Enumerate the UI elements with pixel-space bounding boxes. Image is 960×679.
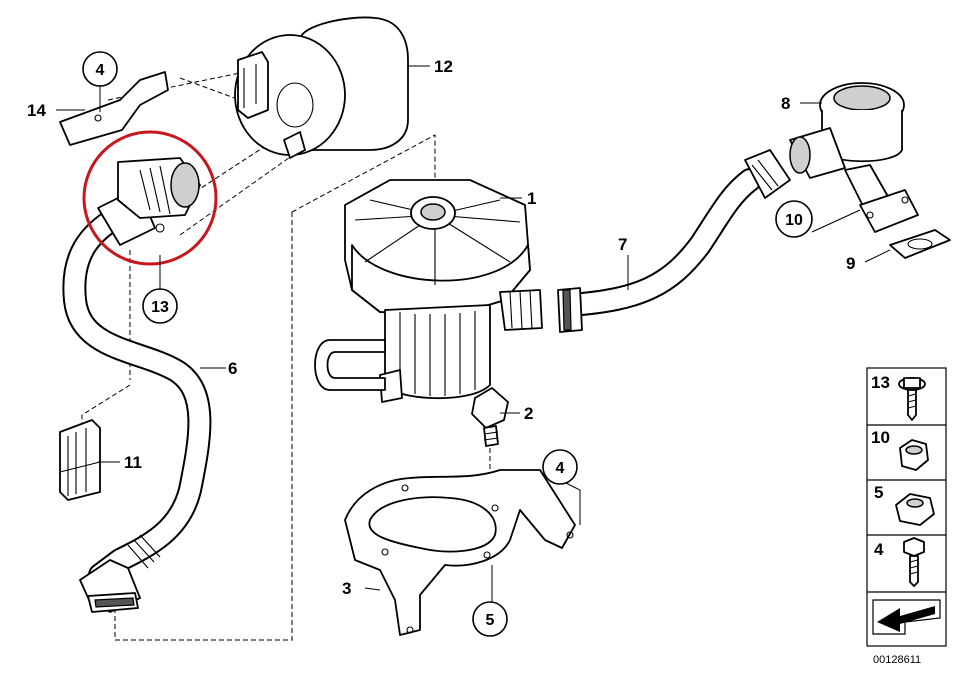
- label-part-13: 13: [151, 299, 169, 316]
- label-part-9: 9: [846, 254, 855, 273]
- legend-item-10: 10: [871, 428, 890, 447]
- hose-part-6: [62, 203, 212, 613]
- hose-connector: [97, 157, 201, 246]
- air-pump-part-1: [314, 179, 543, 403]
- label-part-4-right: 4: [556, 460, 565, 477]
- lock-nut-icon: [899, 439, 929, 471]
- legend-item-5: 5: [874, 483, 883, 502]
- screw-washer-icon: [898, 377, 926, 421]
- diagram-code: 00128611: [873, 654, 921, 666]
- bracket-part-3: [344, 469, 576, 636]
- label-part-10: 10: [785, 212, 803, 229]
- leader-lines: [56, 65, 891, 602]
- label-part-2: 2: [524, 404, 533, 423]
- label-part-5: 5: [486, 612, 495, 629]
- label-part-14: 14: [27, 101, 46, 120]
- bolt-icon: [903, 537, 925, 587]
- valve-part-8: [789, 82, 919, 233]
- air-filter-housing: [234, 16, 409, 159]
- callout-labels: 14 4 12 1 13 6 11 2 4 5 3 7 8 10 9: [27, 51, 855, 637]
- direction-arrow-icon: [872, 599, 941, 635]
- sensor-part-2: [471, 387, 509, 447]
- label-part-3: 3: [342, 579, 351, 598]
- highlight-circle: [82, 130, 218, 266]
- label-part-4-top: 4: [96, 62, 105, 79]
- label-part-1: 1: [527, 189, 536, 208]
- label-part-11: 11: [124, 453, 142, 472]
- label-part-7: 7: [618, 235, 627, 254]
- plug-connector-part-11: [59, 419, 101, 501]
- hex-nut-icon: [895, 493, 935, 526]
- label-part-6: 6: [228, 359, 237, 378]
- hose-part-7: [557, 149, 791, 333]
- gasket-part-9: [889, 229, 951, 259]
- legend-item-13: 13: [871, 373, 890, 392]
- legend-item-4: 4: [874, 540, 884, 559]
- bracket-part-14: [59, 71, 169, 146]
- label-part-12: 12: [434, 57, 453, 76]
- label-part-8: 8: [781, 94, 790, 113]
- fastener-legend: 13 10 5 4: [866, 367, 947, 647]
